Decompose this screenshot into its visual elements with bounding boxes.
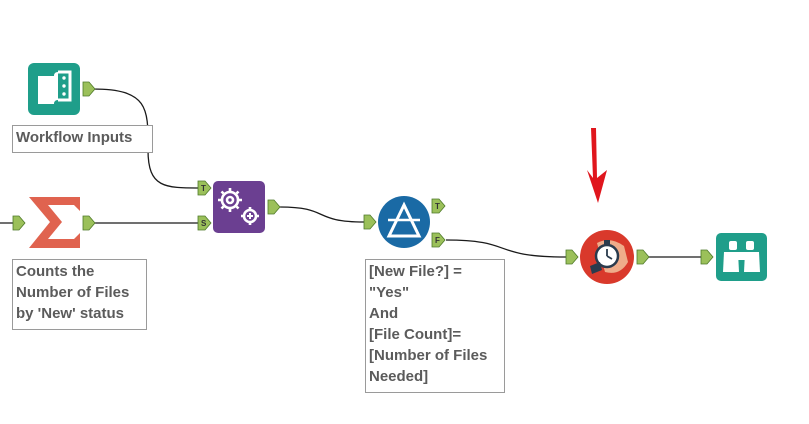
- true-anchor-label: T: [435, 202, 440, 211]
- target-anchor-label: T: [201, 184, 206, 193]
- input-anchor[interactable]: [363, 214, 377, 230]
- false-anchor[interactable]: [431, 232, 446, 248]
- summarize-annotation[interactable]: Counts the Number of Files by 'New' stat…: [12, 259, 147, 330]
- filter-triangle-icon: [386, 201, 422, 238]
- filter-annotation[interactable]: [New File?] = "Yes" And [File Count]= [N…: [365, 259, 505, 393]
- stopwatch-hand-icon: [590, 240, 628, 274]
- browse-tool[interactable]: [700, 233, 767, 281]
- annotation-line: Number of Files: [16, 284, 130, 301]
- input-anchor[interactable]: [700, 249, 714, 265]
- workflow-inputs-annotation[interactable]: Workflow Inputs: [12, 125, 153, 153]
- source-anchor-label: S: [201, 219, 207, 228]
- test-tool[interactable]: [565, 230, 650, 284]
- gears-icon: [218, 188, 259, 225]
- book-icon: [38, 70, 72, 104]
- true-anchor[interactable]: [431, 198, 446, 214]
- annotation-line: [New File?] =: [369, 263, 462, 280]
- workflow-inputs-tool[interactable]: [28, 63, 96, 115]
- append-fields-tool[interactable]: T S: [197, 180, 281, 233]
- output-anchor[interactable]: [267, 199, 281, 215]
- output-anchor[interactable]: [82, 81, 96, 97]
- connection-filter-to-test[interactable]: [445, 239, 567, 258]
- output-anchor[interactable]: [636, 249, 650, 265]
- source-anchor[interactable]: [197, 215, 212, 231]
- binoculars-icon: [723, 241, 760, 272]
- target-anchor[interactable]: [197, 180, 212, 196]
- annotation-line: [Number of Files: [369, 347, 488, 364]
- annotation-line: Workflow Inputs: [16, 129, 133, 146]
- annotation-line: [File Count]=: [369, 326, 462, 343]
- input-anchor[interactable]: [565, 249, 579, 265]
- annotation-line: by 'New' status: [16, 305, 124, 322]
- connection-append-to-filter[interactable]: [279, 206, 365, 223]
- false-anchor-label: F: [435, 236, 440, 245]
- arrow-down-icon: [587, 128, 607, 203]
- annotation-line: Counts the: [16, 263, 95, 280]
- summarize-tool[interactable]: [12, 197, 96, 248]
- filter-tool[interactable]: T F: [363, 196, 446, 248]
- sigma-icon: [29, 197, 80, 248]
- input-anchor[interactable]: [12, 215, 26, 231]
- annotation-line: Needed]: [369, 368, 429, 385]
- annotation-line: And: [369, 305, 399, 322]
- output-anchor[interactable]: [82, 215, 96, 231]
- annotation-line: "Yes": [369, 284, 410, 301]
